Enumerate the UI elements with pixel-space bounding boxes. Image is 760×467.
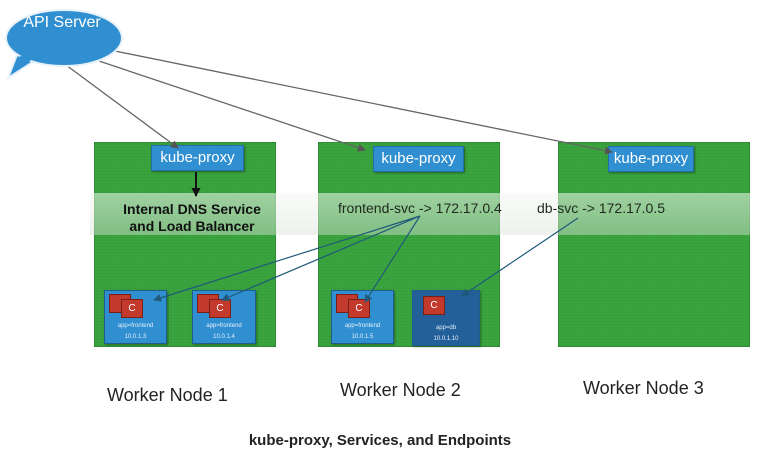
kube-proxy-node-3: kube-proxy — [608, 146, 694, 172]
pod-app-label: app=db — [435, 325, 457, 331]
worker-node-2-label: Worker Node 2 — [340, 380, 461, 400]
pod-ip-label: 10.0.1.10 — [433, 336, 459, 342]
pod-frontend-3: C app=frontend 10.0.1.5 — [331, 290, 394, 344]
container-icon: C — [121, 299, 143, 318]
db-svc-label: db-svc -> 172.17.0.5 — [537, 200, 666, 216]
pod-app-label: app=frontend — [117, 323, 154, 329]
api-arrow-node-2 — [89, 57, 366, 152]
worker-node-3-label: Worker Node 3 — [583, 378, 704, 398]
pod-app-label: app=frontend — [206, 323, 242, 329]
container-icon: C — [209, 299, 231, 318]
pod-frontend-1: C app=frontend 10.0.1.3 — [104, 290, 167, 344]
dns-line-2: and Load Balancer — [129, 218, 255, 234]
kube-proxy-node-1: kube-proxy — [151, 145, 244, 171]
container-icon: C — [348, 299, 370, 318]
pod-ip-label: 10.0.1.3 — [124, 334, 147, 340]
api-arrow-node-1 — [65, 64, 179, 149]
pod-ip-label: 10.0.1.5 — [351, 334, 374, 340]
figure-caption: kube-proxy, Services, and Endpoints — [248, 432, 512, 449]
frontend-svc-label: frontend-svc -> 172.17.0.4 — [338, 200, 502, 216]
dns-service-label: Internal DNS Service and Load Balancer — [104, 201, 280, 235]
api-server-label: API Server — [23, 14, 101, 31]
pod-ip-label: 10.0.1.4 — [213, 334, 235, 340]
pod-frontend-2: C app=frontend 10.0.1.4 — [192, 290, 256, 344]
dns-line-1: Internal DNS Service — [123, 201, 261, 217]
kube-proxy-node-2: kube-proxy — [373, 146, 464, 172]
worker-node-3 — [558, 142, 750, 347]
api-arrow-node-3 — [109, 49, 613, 155]
worker-node-1-label: Worker Node 1 — [107, 385, 228, 405]
pod-app-label: app=frontend — [344, 323, 381, 329]
pod-db: C app=db 10.0.1.10 — [412, 290, 480, 346]
container-icon: C — [423, 296, 445, 315]
